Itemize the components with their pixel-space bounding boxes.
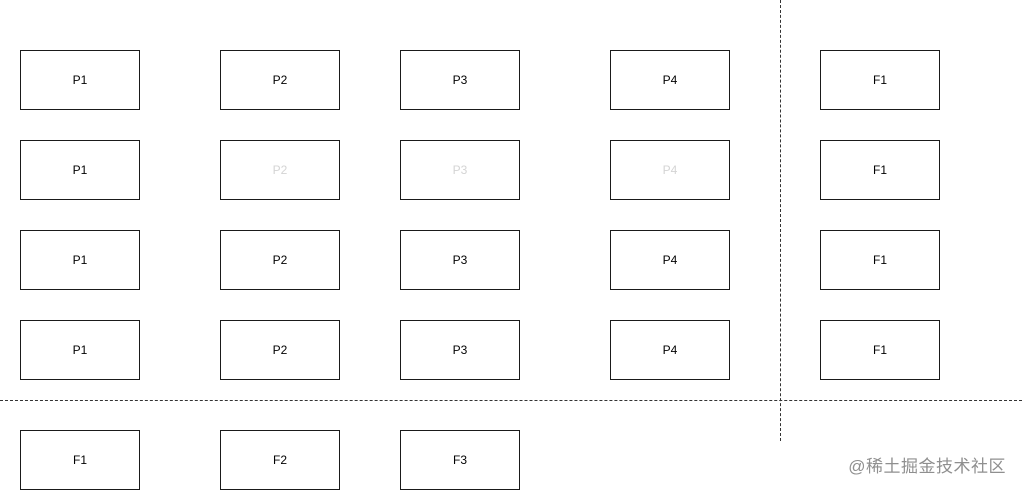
box-r1-c4: P4 (610, 50, 730, 110)
box-r4-c1: P1 (20, 320, 140, 380)
box-r1-c2: P2 (220, 50, 340, 110)
box-r4-c3: P3 (400, 320, 520, 380)
vertical-dashed-divider (780, 0, 781, 441)
box-r3-c4: P4 (610, 230, 730, 290)
box-r3-c1: P1 (20, 230, 140, 290)
watermark: @稀土掘金技术社区 (848, 457, 1006, 476)
box-r4-c2: P2 (220, 320, 340, 380)
box-r2-c5: F1 (820, 140, 940, 200)
box-r2-c3-faded: P3 (400, 140, 520, 200)
box-r5-c2: F2 (220, 430, 340, 490)
box-r4-c5: F1 (820, 320, 940, 380)
box-r2-c4-faded: P4 (610, 140, 730, 200)
box-r2-c1: P1 (20, 140, 140, 200)
box-r1-c3: P3 (400, 50, 520, 110)
box-r1-c5: F1 (820, 50, 940, 110)
box-r3-c5: F1 (820, 230, 940, 290)
box-r2-c2-faded: P2 (220, 140, 340, 200)
box-r4-c4: P4 (610, 320, 730, 380)
box-r3-c3: P3 (400, 230, 520, 290)
box-r3-c2: P2 (220, 230, 340, 290)
box-r1-c1: P1 (20, 50, 140, 110)
box-r5-c3: F3 (400, 430, 520, 490)
box-r5-c1: F1 (20, 430, 140, 490)
horizontal-dashed-divider (0, 400, 1022, 401)
